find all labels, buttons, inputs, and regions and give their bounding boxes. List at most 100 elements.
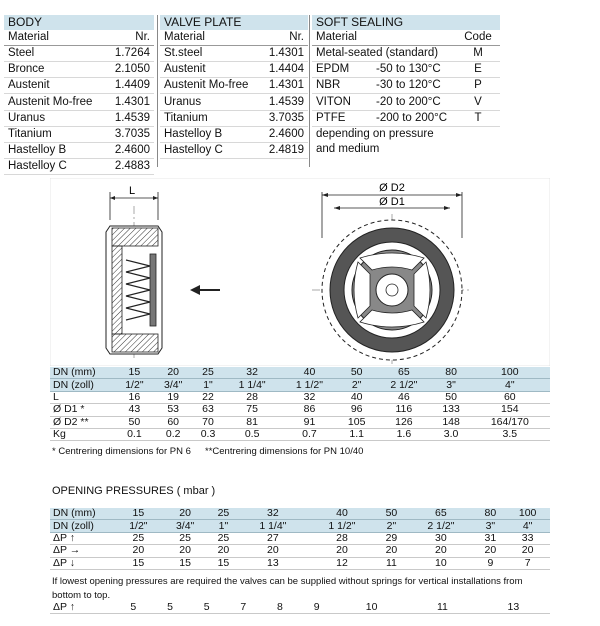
value-cell: 11 [408,602,477,615]
value-cell: 30 [406,532,476,546]
value-cell: 116 [375,403,433,417]
value-cell: 3/4" [161,519,209,533]
value-cell: 65 [406,508,476,521]
row-label: DN (zoll) [50,378,115,392]
value-cell: 27 [238,532,308,546]
value-cell: 154 [469,403,550,417]
soft-table-title: SOFT SEALING [312,15,500,31]
value-cell: 20 [161,544,209,558]
value-cell: 3.5 [469,428,550,442]
value-cell: 50 [376,508,407,521]
nr-cell: 2.4600 [263,126,308,143]
value-cell: 100 [505,508,550,521]
value-cell: 50 [115,416,154,429]
value-cell: 25 [208,532,239,546]
body-col-nr: Nr. [107,30,154,47]
value-cell: 20 [475,544,506,558]
material-cell: NBR [312,77,372,95]
material-cell: Hastelloy C [160,142,263,159]
row-label: DN (mm) [50,508,115,521]
value-cell: 28 [223,391,281,405]
value-cell: 28 [307,532,377,546]
footnote-pn6: * Centrering dimensions for PN 6 [52,446,191,457]
value-cell: 1.1 [338,428,376,442]
value-cell: 15 [115,508,162,521]
value-cell: 2 1/2" [375,378,433,392]
value-cell: 46 [375,391,433,405]
value-cell: 1.6 [375,428,433,442]
value-cell: 1" [208,519,239,533]
row-label: DN (mm) [50,367,115,380]
soft-col-material: Material [312,30,372,47]
nr-cell: 1.4301 [263,77,308,95]
value-cell: 20 [153,367,193,380]
body-table-title: BODY [4,15,154,31]
nr-cell: 1.4301 [107,93,154,111]
value-cell: 0.3 [192,428,224,442]
row-label: Ø D1 * [50,403,115,417]
code-cell: M [456,45,500,63]
row-label: Kg [50,428,115,442]
value-cell: 32 [223,367,281,380]
material-cell: PTFE [312,110,372,127]
value-cell: 1 1/2" [280,378,339,392]
value-cell: 20 [307,544,377,558]
value-cell: 15 [161,557,209,570]
row-label: ΔP ↑ [50,532,115,546]
value-cell: 32 [238,508,308,521]
value-cell: 0.2 [153,428,193,442]
material-cell: Austenit [160,61,263,79]
nr-cell: 2.4600 [107,142,154,159]
value-cell: 2 1/2" [406,519,476,533]
value-cell: 20 [238,544,308,558]
value-cell: 8 [261,602,299,615]
value-cell: 80 [475,508,506,521]
value-cell: 13 [476,602,550,615]
value-cell: 4" [505,519,550,533]
row-label: ΔP → [50,544,115,558]
material-cell: Hastelloy C [4,158,107,175]
value-cell: 148 [432,416,470,429]
code-cell: P [456,77,500,95]
value-cell: 40 [280,367,339,380]
value-cell: 3" [432,378,470,392]
row-label: Ø D2 ** [50,416,115,429]
value-cell: 9 [298,602,335,615]
valve-table-title: VALVE PLATE [160,15,308,31]
value-cell: 53 [153,403,193,417]
value-cell: 43 [115,403,154,417]
value-cell: 20 [376,544,407,558]
material-cell: Bronce [4,61,107,79]
material-cell: Titanium [4,126,107,143]
value-cell: 33 [505,532,550,546]
side-view: L [105,185,220,360]
nr-cell: 2.1050 [107,61,154,79]
material-cell: Austenit Mo-free [4,93,107,111]
flow-direction-arrow-icon [190,285,220,295]
value-cell: 12 [307,557,377,570]
value-cell: 2" [338,378,376,392]
value-cell: 2" [376,519,407,533]
value-cell: 65 [375,367,433,380]
value-cell: 15 [115,557,162,570]
column-divider [157,15,158,167]
